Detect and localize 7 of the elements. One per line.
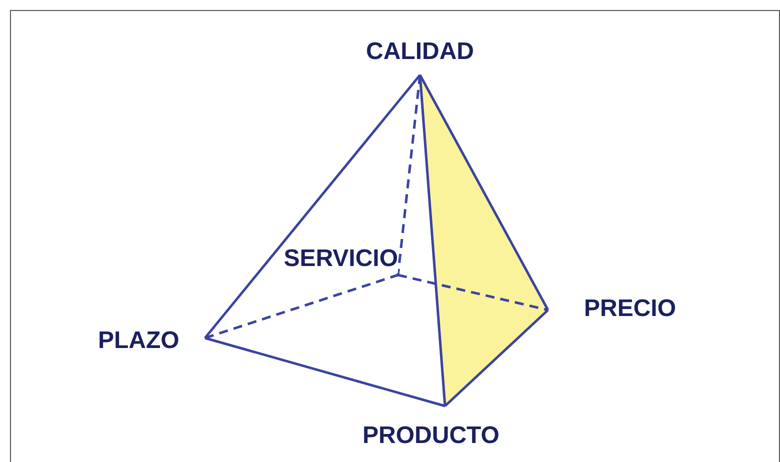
edge-line — [204, 336, 446, 408]
edge-line — [418, 74, 550, 311]
hidden-edge-line — [204, 274, 398, 340]
hidden-edge-line — [398, 274, 548, 312]
edge-line — [444, 309, 549, 407]
edge-line — [204, 74, 421, 339]
hidden-edge-line — [396, 74, 422, 276]
